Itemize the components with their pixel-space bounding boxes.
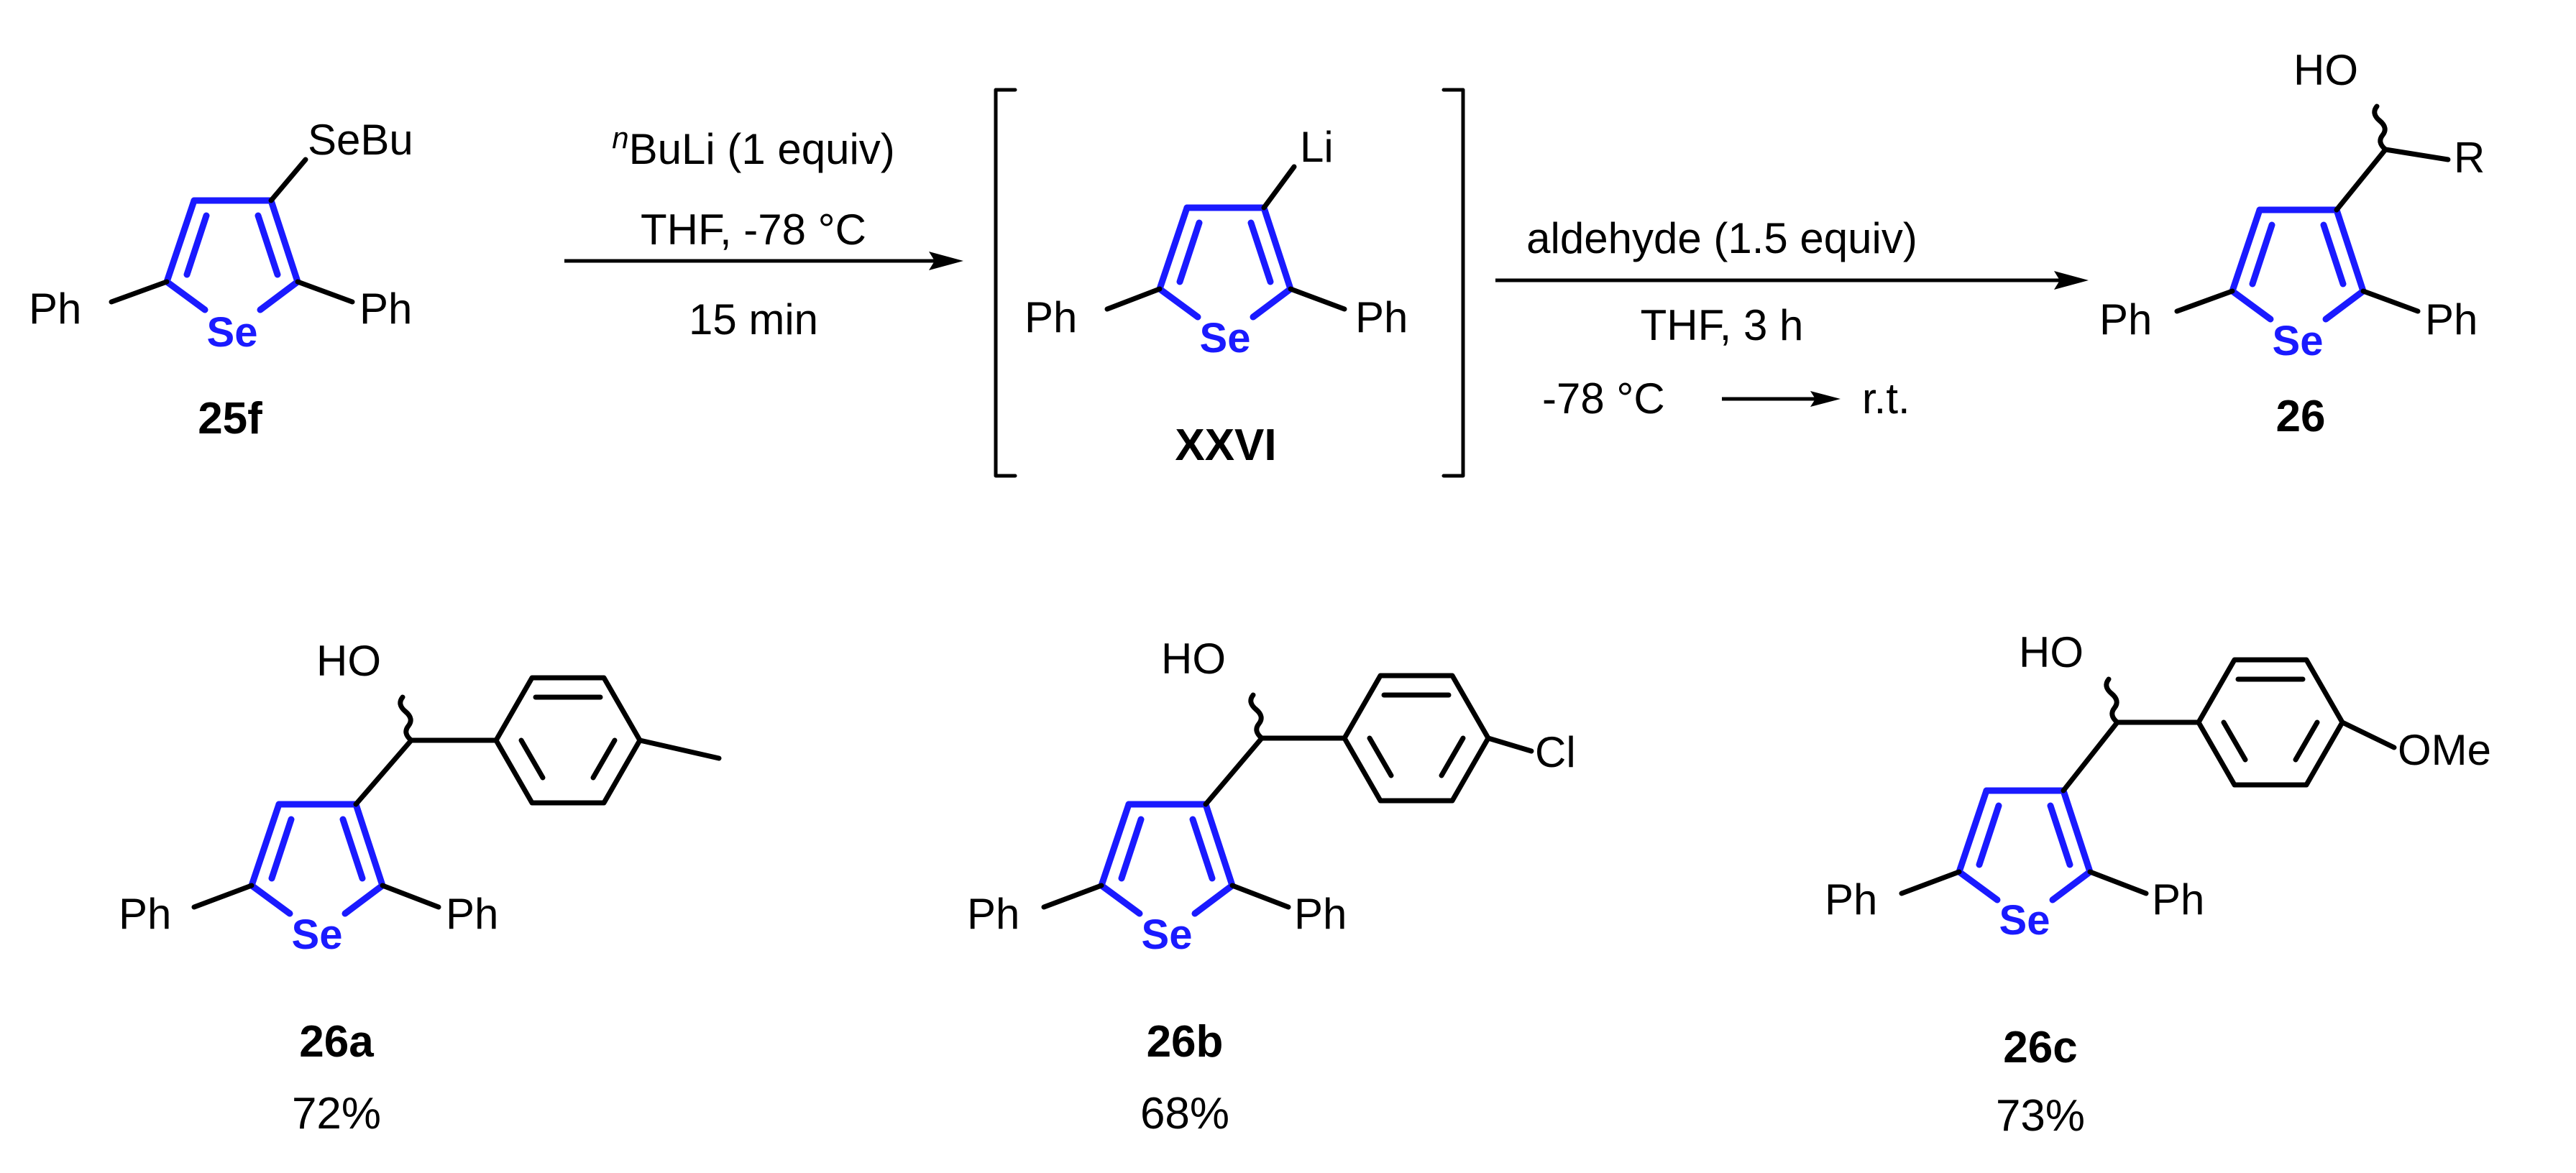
chloro-label: Cl xyxy=(1535,728,1576,776)
phenyl-right-label: Ph xyxy=(446,890,498,938)
bonds xyxy=(1104,164,1347,312)
compound-id-26: 26 xyxy=(2276,392,2326,441)
compound-26: Se Ph Ph HO R 26 xyxy=(2099,46,2485,441)
phenyl-right-label: Ph xyxy=(1294,890,1347,938)
selenophene-ring xyxy=(1156,204,1294,321)
phenyl-right-label: Ph xyxy=(2425,295,2478,344)
lithium-label: Li xyxy=(1300,123,1334,171)
bonds xyxy=(1041,692,1347,910)
phenyl-right-label: Ph xyxy=(359,285,412,333)
selenophene-ring xyxy=(248,801,386,917)
wavy-bond xyxy=(2372,104,2388,152)
bonds xyxy=(2174,104,2451,314)
selenophene-ring xyxy=(1956,787,2094,903)
compound-26c: Se Ph Ph HO OMe 26c 73% xyxy=(1825,628,2491,1141)
aryl-ring xyxy=(493,675,722,806)
selenium-atom: Se xyxy=(1999,897,2050,944)
selenium-atom: Se xyxy=(1142,911,1193,958)
bonds xyxy=(1899,676,2201,896)
compound-25f: Se Ph Ph SeBu 25f xyxy=(29,116,413,443)
phenyl-left-label: Ph xyxy=(1825,875,1877,924)
step2: aldehyde (1.5 equiv) THF, 3 h -78 °C r.t… xyxy=(1495,214,2089,423)
selenium-atom: Se xyxy=(207,309,258,356)
phenyl-left-label: Ph xyxy=(119,890,171,938)
arrow-head-1 xyxy=(929,252,963,270)
wavy-bond xyxy=(2104,676,2120,725)
phenyl-right-label: Ph xyxy=(2152,875,2204,924)
r-group-label: R xyxy=(2454,134,2485,182)
hydroxyl-label: HO xyxy=(316,637,381,685)
sebu-label: SeBu xyxy=(308,116,413,164)
phenyl-right-label: Ph xyxy=(1355,293,1408,341)
intermediate-xxvi: Se Ph Ph Li XXVI xyxy=(994,88,1465,478)
hydroxyl-label: HO xyxy=(2293,46,2358,94)
step2-reagent: aldehyde (1.5 equiv) xyxy=(1526,214,1917,262)
bonds xyxy=(191,694,499,910)
compound-id-26b: 26b xyxy=(1147,1017,1224,1067)
hydroxyl-label: HO xyxy=(1161,635,1226,683)
wavy-bond xyxy=(398,694,414,743)
step2-temp-start: -78 °C xyxy=(1542,374,1665,423)
compound-26b: Se Ph Ph HO Cl 26b 68% xyxy=(967,635,1576,1138)
compound-id-25f: 25f xyxy=(198,394,262,443)
selenium-atom: Se xyxy=(292,911,343,958)
step1-reagent: nBuLi (1 equiv) xyxy=(612,121,895,173)
step1-conditions: THF, -78 °C xyxy=(641,206,866,254)
yield-26c: 73% xyxy=(1996,1091,2085,1141)
compound-id-26c: 26c xyxy=(2003,1023,2077,1072)
selenophene-ring xyxy=(163,197,301,313)
compound-26a: Se Ph Ph HO 26a 72% xyxy=(119,637,722,1138)
step2-conditions: THF, 3 h xyxy=(1641,301,1804,349)
yield-26b: 68% xyxy=(1140,1089,1229,1138)
aryl-ring xyxy=(2196,657,2397,788)
phenyl-left-label: Ph xyxy=(2099,295,2152,344)
bonds xyxy=(109,157,355,305)
aryl-ring xyxy=(1342,673,1534,804)
selenophene-ring xyxy=(1098,801,1236,917)
compound-id-xxvi: XXVI xyxy=(1175,420,1276,470)
temperature-arrow-head xyxy=(1810,391,1841,407)
methoxy-label: OMe xyxy=(2398,726,2491,774)
phenyl-left-label: Ph xyxy=(29,285,81,333)
arrow-head-2 xyxy=(2054,271,2089,290)
phenyl-left-label: Ph xyxy=(1025,293,1077,341)
yield-26a: 72% xyxy=(292,1089,381,1138)
selenium-atom: Se xyxy=(1200,315,1251,362)
compound-id-26a: 26a xyxy=(299,1017,374,1067)
hydroxyl-label: HO xyxy=(2019,628,2084,676)
step1-time: 15 min xyxy=(689,295,818,344)
selenophene-ring xyxy=(2229,206,2367,323)
brackets xyxy=(994,88,1465,478)
phenyl-left-label: Ph xyxy=(967,890,1019,938)
step2-temp-end: r.t. xyxy=(1862,374,1910,423)
selenium-atom: Se xyxy=(2273,318,2324,364)
step1: nBuLi (1 equiv) THF, -78 °C 15 min xyxy=(564,121,963,344)
wavy-bond xyxy=(1248,692,1265,741)
